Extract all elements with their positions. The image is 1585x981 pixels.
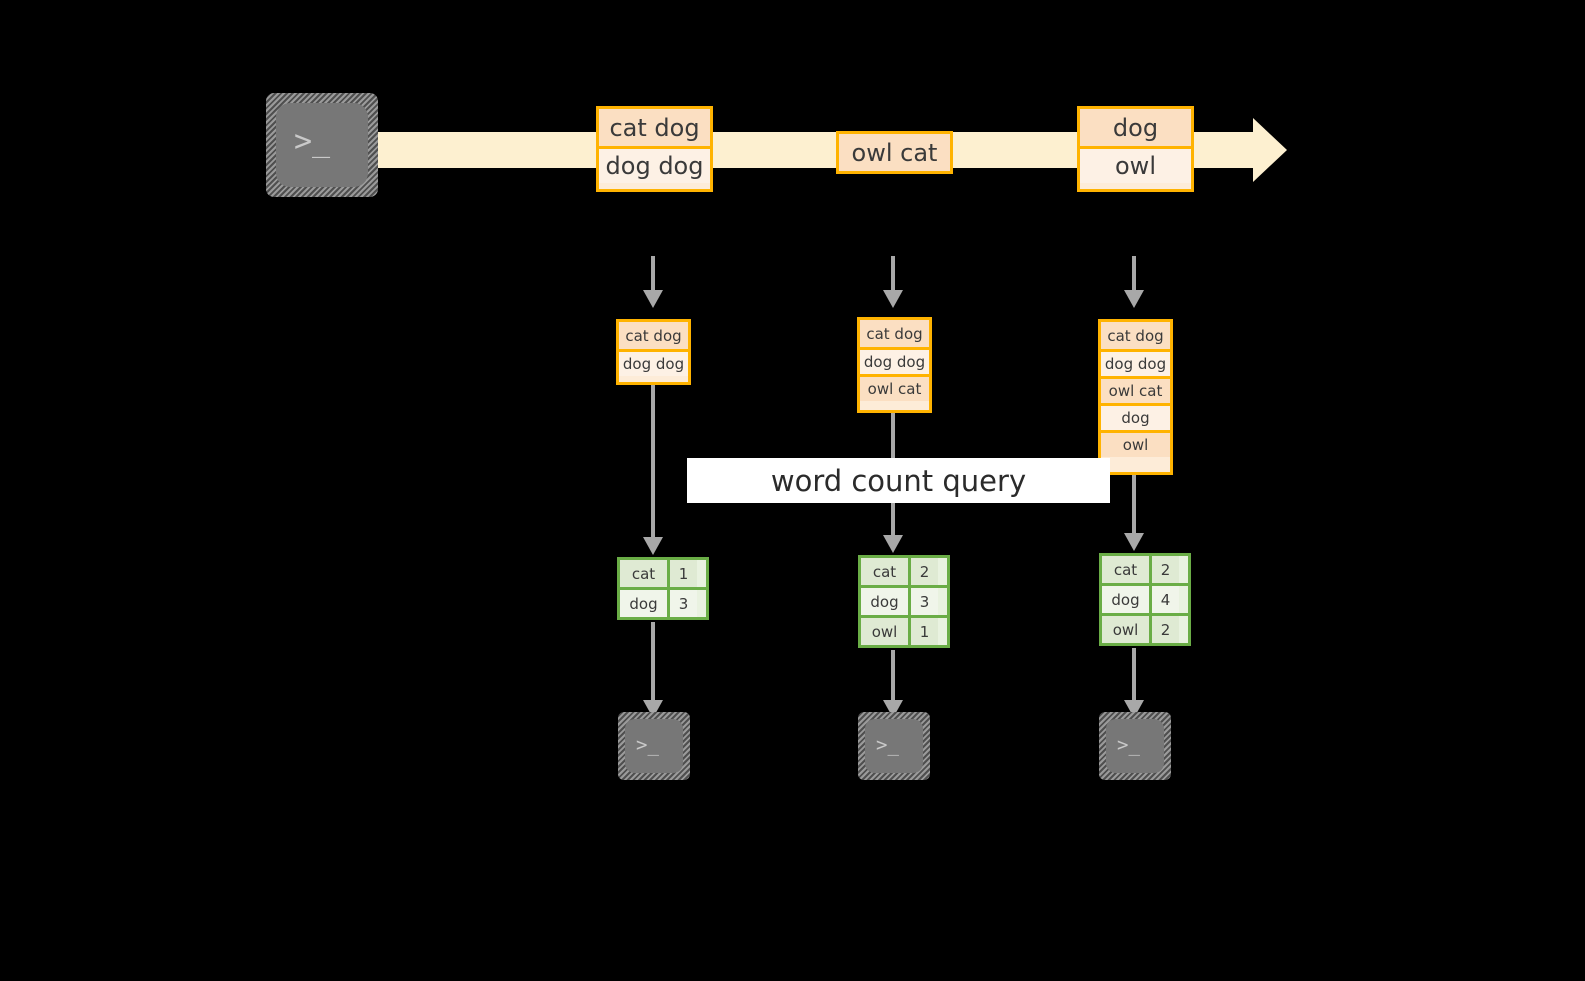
table-row: owl 1: [861, 615, 947, 645]
terminal-face: [1106, 719, 1164, 773]
snapshot-input-line: owl cat: [860, 374, 929, 401]
table-row: dog 4: [1102, 583, 1188, 613]
snapshot-input-3[interactable]: cat dog dog dog owl cat dog owl: [1098, 319, 1173, 475]
table-cell-word: dog: [861, 588, 908, 615]
snapshot-input-line: cat dog: [860, 320, 929, 347]
stream-record-2[interactable]: owl cat: [836, 131, 953, 174]
table-cell-count: 3: [667, 590, 697, 617]
query-label-text: word count query: [770, 463, 1027, 498]
sink-arrow-line-1: [651, 622, 655, 700]
table-cell-count: 2: [908, 558, 938, 585]
stream-record-line: owl: [1080, 146, 1191, 183]
query-label: word count query: [687, 458, 1110, 503]
snapshot-input-2[interactable]: cat dog dog dog owl cat: [857, 317, 932, 413]
sink-arrow-line-3: [1132, 648, 1136, 700]
table-cell-count: 1: [908, 618, 938, 645]
stream-record-line: dog: [1080, 109, 1191, 146]
table-cell-count: 2: [1149, 556, 1179, 583]
snapshot-input-line: owl: [1101, 430, 1170, 457]
snapshot-input-line: dog: [1101, 403, 1170, 430]
snapshot-feed-arrowhead-2: [883, 290, 903, 308]
source-terminal-icon[interactable]: >_: [266, 93, 378, 197]
snapshot-feed-arrowhead-1: [643, 290, 663, 308]
table-row: cat 1: [620, 560, 706, 587]
table-cell-word: cat: [1102, 556, 1149, 583]
table-row: dog 3: [861, 585, 947, 615]
snapshot-feed-dash-1: [651, 256, 655, 290]
table-cell-word: dog: [620, 590, 667, 617]
query-arrow-line-3: [1132, 475, 1136, 533]
snapshot-input-line: owl cat: [1101, 376, 1170, 403]
terminal-face: [625, 719, 683, 773]
table-cell-word: owl: [861, 618, 908, 645]
table-row: cat 2: [861, 558, 947, 585]
stream-record-line: owl cat: [839, 134, 950, 171]
terminal-face: [276, 103, 368, 187]
stream-record-1[interactable]: cat dog dog dog: [596, 106, 713, 192]
snapshot-input-line: dog dog: [860, 347, 929, 374]
result-table-2[interactable]: cat 2 dog 3 owl 1: [858, 555, 950, 648]
sink-arrow-line-2: [891, 650, 895, 700]
table-cell-count: 3: [908, 588, 938, 615]
terminal-face: [865, 719, 923, 773]
sink-terminal-icon-3[interactable]: >_: [1099, 712, 1171, 780]
query-arrow-head-2: [883, 535, 903, 553]
terminal-prompt-label: >_: [294, 124, 331, 159]
table-cell-count: 2: [1149, 616, 1179, 643]
table-cell-word: cat: [620, 560, 667, 587]
snapshot-input-line: cat dog: [619, 322, 688, 349]
query-arrow-head-1: [643, 537, 663, 555]
table-row: cat 2: [1102, 556, 1188, 583]
stream-record-3[interactable]: dog owl: [1077, 106, 1194, 192]
result-table-3[interactable]: cat 2 dog 4 owl 2: [1099, 553, 1191, 646]
result-table-1[interactable]: cat 1 dog 3: [617, 557, 709, 620]
stream-record-line: cat dog: [599, 109, 710, 146]
query-arrow-head-3: [1124, 533, 1144, 551]
snapshot-feed-dash-3: [1132, 256, 1136, 290]
stream-timeline-arrowhead: [1253, 118, 1287, 182]
snapshot-input-line: dog dog: [619, 349, 688, 376]
table-row: owl 2: [1102, 613, 1188, 643]
table-cell-word: owl: [1102, 616, 1149, 643]
stream-record-line: dog dog: [599, 146, 710, 183]
snapshot-feed-dash-2: [891, 256, 895, 290]
snapshot-input-1[interactable]: cat dog dog dog: [616, 319, 691, 385]
table-cell-count: 4: [1149, 586, 1179, 613]
sink-terminal-icon-1[interactable]: >_: [618, 712, 690, 780]
terminal-prompt-label: >_: [876, 734, 899, 756]
table-cell-word: cat: [861, 558, 908, 585]
table-row: dog 3: [620, 587, 706, 617]
terminal-prompt-label: >_: [636, 734, 659, 756]
query-arrow-line-1: [651, 385, 655, 537]
table-cell-count: 1: [667, 560, 697, 587]
snapshot-input-line: cat dog: [1101, 322, 1170, 349]
table-cell-word: dog: [1102, 586, 1149, 613]
snapshot-feed-arrowhead-3: [1124, 290, 1144, 308]
terminal-prompt-label: >_: [1117, 734, 1140, 756]
snapshot-input-line: dog dog: [1101, 349, 1170, 376]
sink-terminal-icon-2[interactable]: >_: [858, 712, 930, 780]
